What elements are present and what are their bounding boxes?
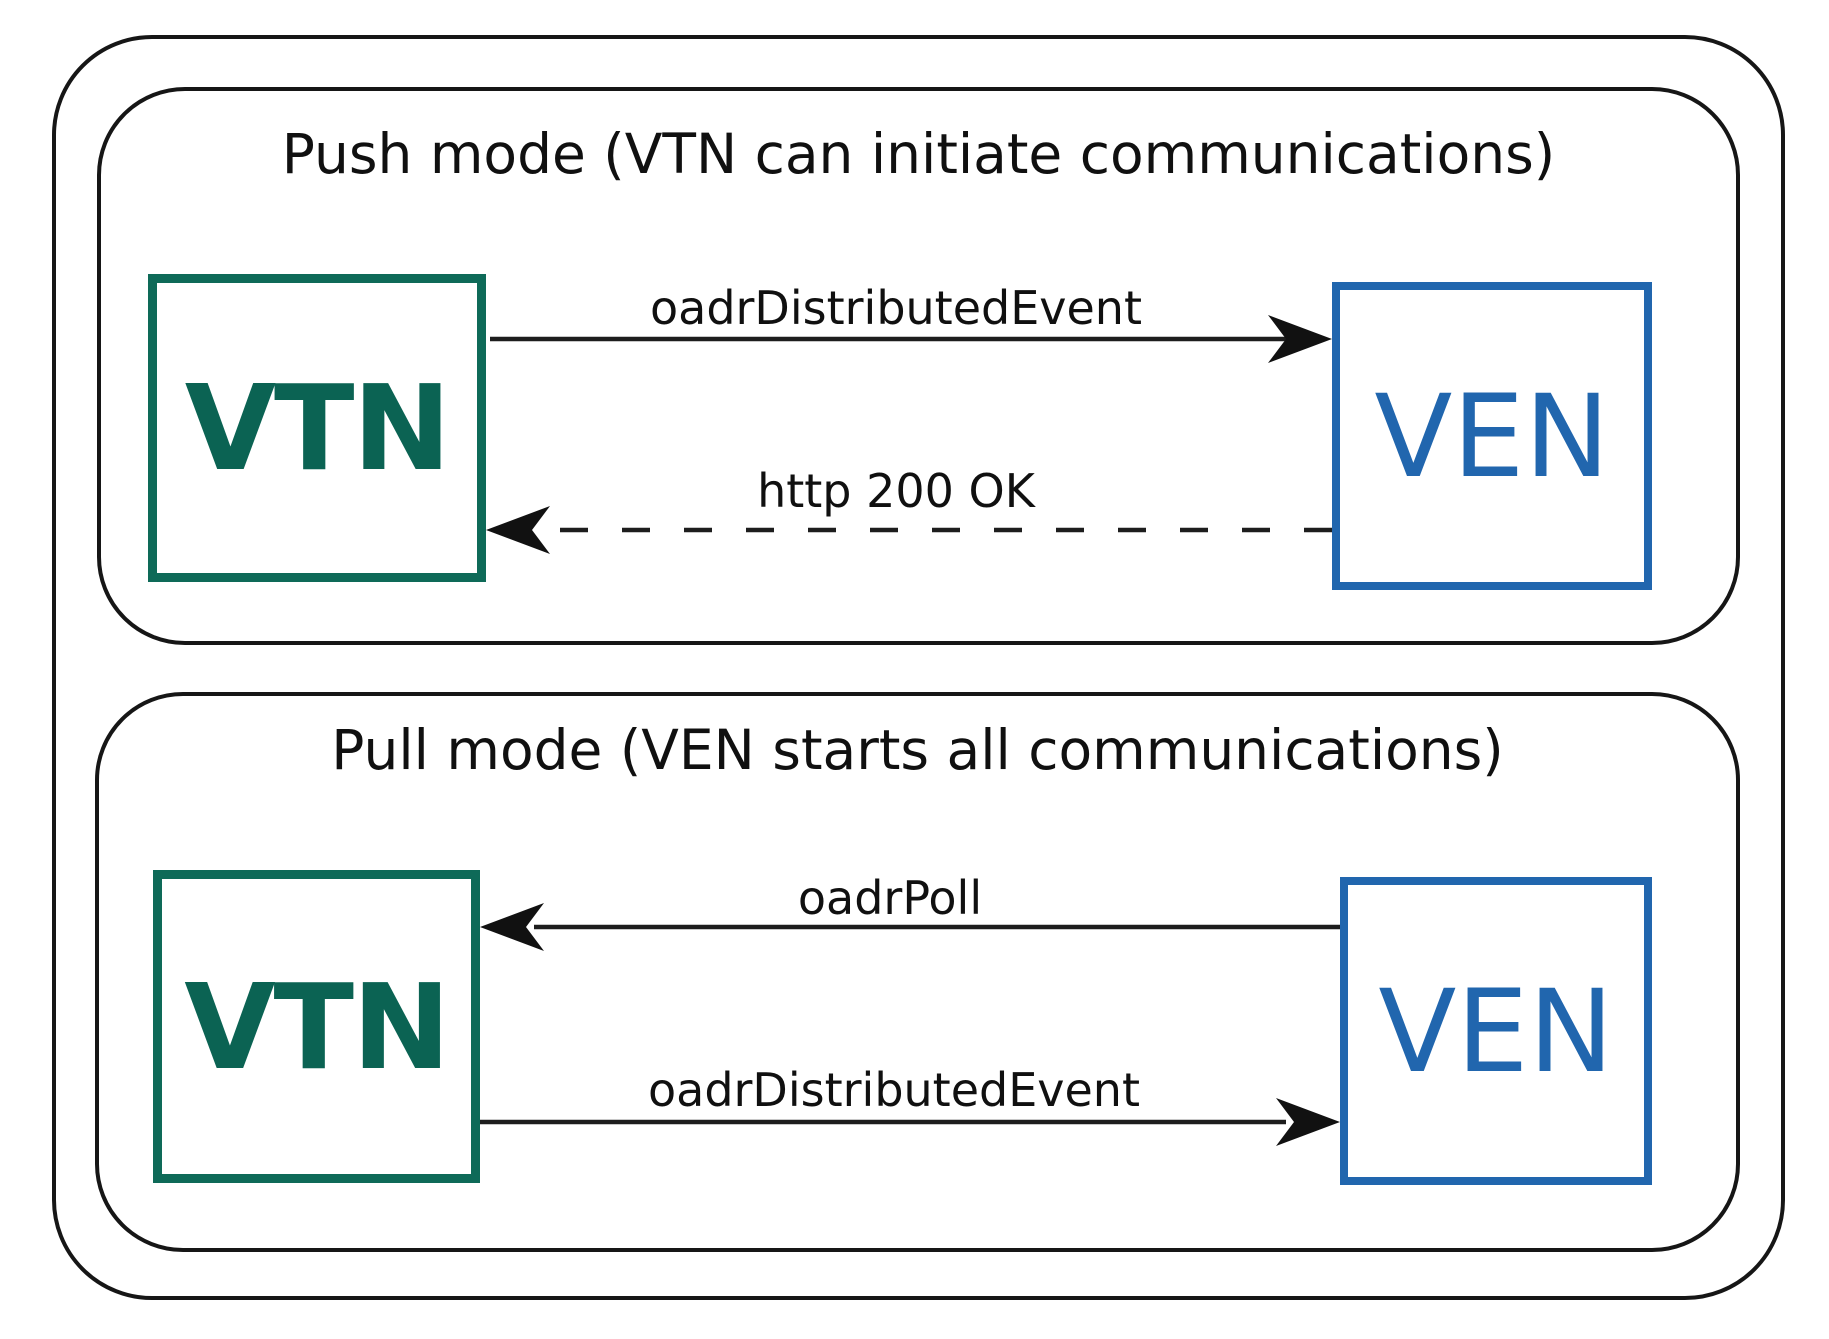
ven-node-push: VEN bbox=[1332, 282, 1652, 590]
push-request-arrow-label: oadrDistributedEvent bbox=[649, 281, 1142, 335]
push-mode-panel bbox=[97, 87, 1740, 645]
push-mode-title: Push mode (VTN can initiate communicatio… bbox=[281, 122, 1556, 186]
vtn-node-label: VTN bbox=[184, 957, 451, 1096]
vtn-node-push: VTN bbox=[148, 274, 486, 582]
pull-event-arrow-label: oadrDistributedEvent bbox=[647, 1063, 1140, 1117]
ven-node-label: VEN bbox=[1374, 369, 1610, 503]
push-response-arrow-label: http 200 OK bbox=[757, 464, 1035, 518]
ven-node-pull: VEN bbox=[1340, 877, 1652, 1185]
pull-mode-title: Pull mode (VEN starts all communications… bbox=[331, 718, 1504, 782]
vtn-node-pull: VTN bbox=[153, 870, 480, 1183]
ven-node-label: VEN bbox=[1378, 964, 1614, 1098]
vtn-node-label: VTN bbox=[184, 359, 452, 497]
pull-mode-panel bbox=[95, 692, 1740, 1252]
pull-poll-arrow-label: oadrPoll bbox=[797, 871, 983, 925]
outer-border bbox=[52, 35, 1785, 1300]
